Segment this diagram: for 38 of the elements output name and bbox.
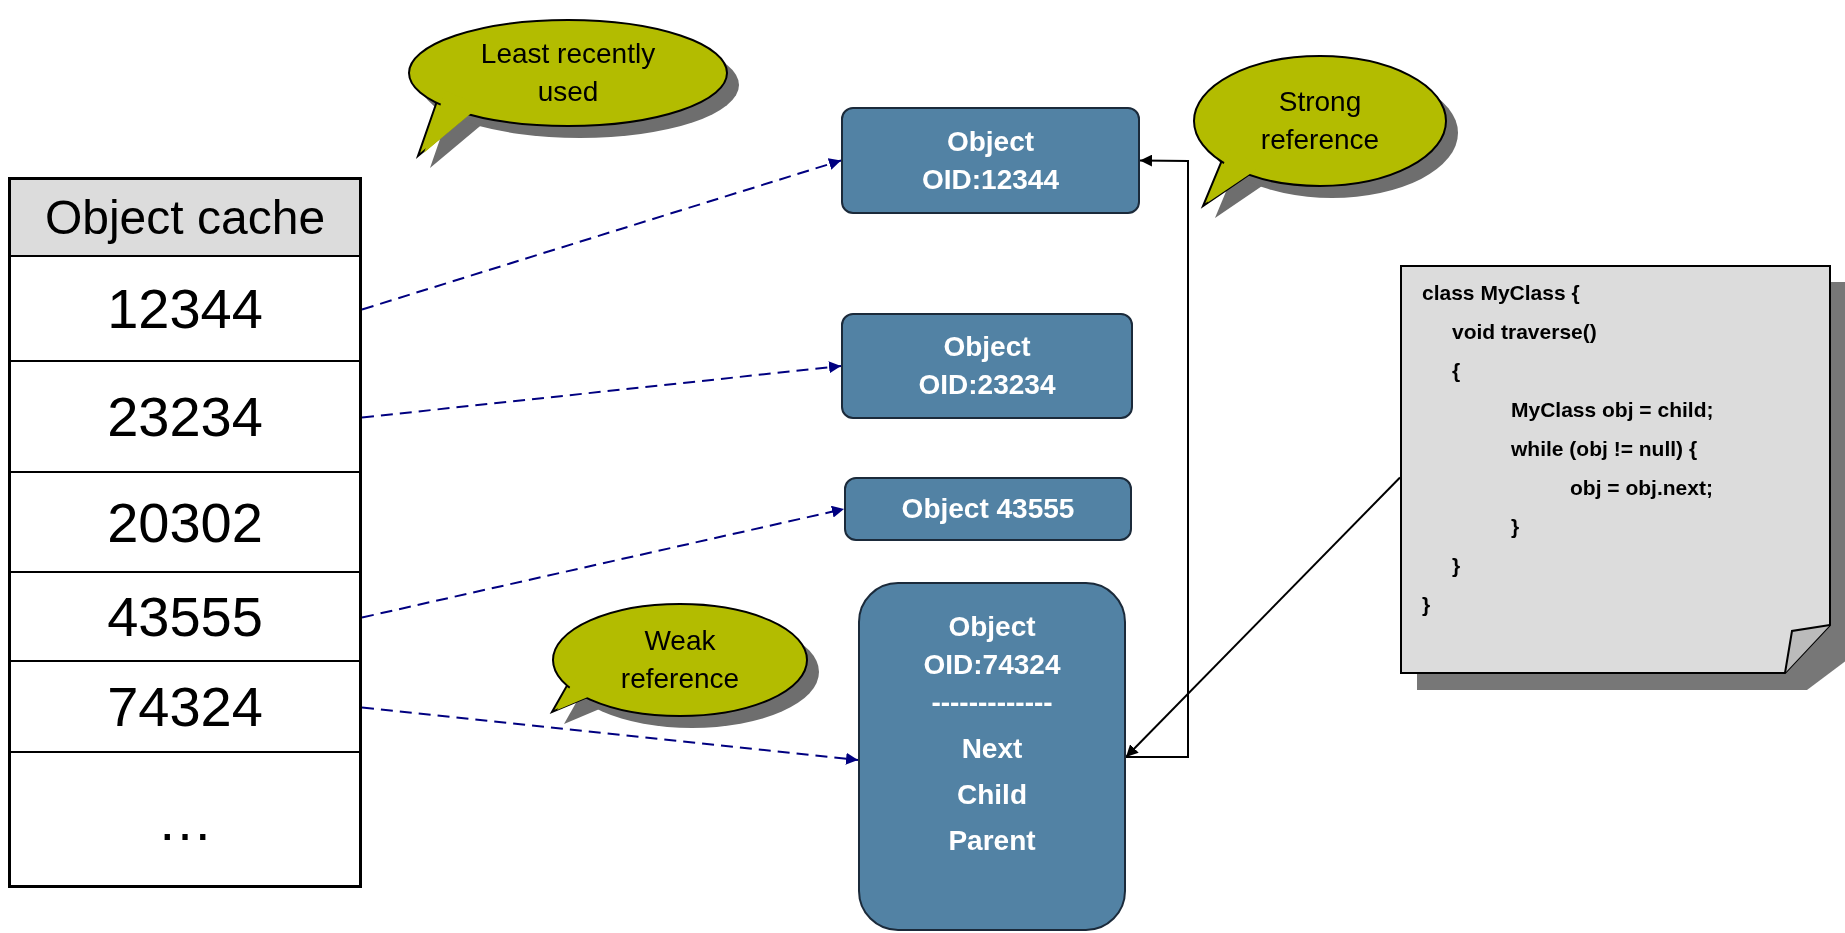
object-label: Object 43555 (900, 492, 1076, 526)
object-label: Object OID:74324 (922, 610, 1062, 682)
cache-table (8, 177, 362, 888)
object-box (844, 477, 1132, 541)
cache-key: 12344 (107, 276, 263, 341)
code-line: class MyClass { (1422, 280, 1580, 306)
code-line: MyClass obj = child; (1511, 397, 1714, 423)
arrow (361, 706, 859, 765)
arrow (1125, 154, 1189, 758)
arrow (1125, 476, 1401, 758)
arrow (361, 361, 842, 419)
callout-text: Least recently used (479, 37, 657, 109)
arrow (361, 505, 845, 619)
object-box (841, 313, 1133, 419)
field-name: Parent (947, 824, 1037, 858)
cache-key: 20302 (107, 489, 263, 555)
cache-key: 43555 (107, 584, 263, 649)
object-label: Object OID:23234 (917, 330, 1057, 402)
object-box (858, 582, 1126, 931)
table-header: Object cache (11, 180, 359, 257)
cache-key: 23234 (107, 384, 263, 449)
code-line: { (1452, 358, 1461, 384)
code-line: obj = obj.next; (1570, 475, 1713, 501)
code-line: } (1511, 514, 1520, 540)
code-line: void traverse() (1452, 319, 1597, 345)
callout-text: Strong reference (1259, 85, 1381, 157)
arrow (361, 158, 842, 311)
cache-key: … (157, 788, 213, 853)
code-line: } (1422, 592, 1431, 618)
field-name: Child (956, 778, 1028, 812)
callout-text: Weak reference (619, 624, 741, 696)
field-name: Next (960, 732, 1024, 766)
cache-key: 74324 (107, 674, 263, 739)
object-box (841, 107, 1140, 214)
code-line: } (1452, 553, 1461, 579)
separator-text: ------------- (930, 686, 1054, 720)
code-line: while (obj != null) { (1511, 436, 1698, 462)
object-label: Object OID:12344 (921, 124, 1060, 197)
